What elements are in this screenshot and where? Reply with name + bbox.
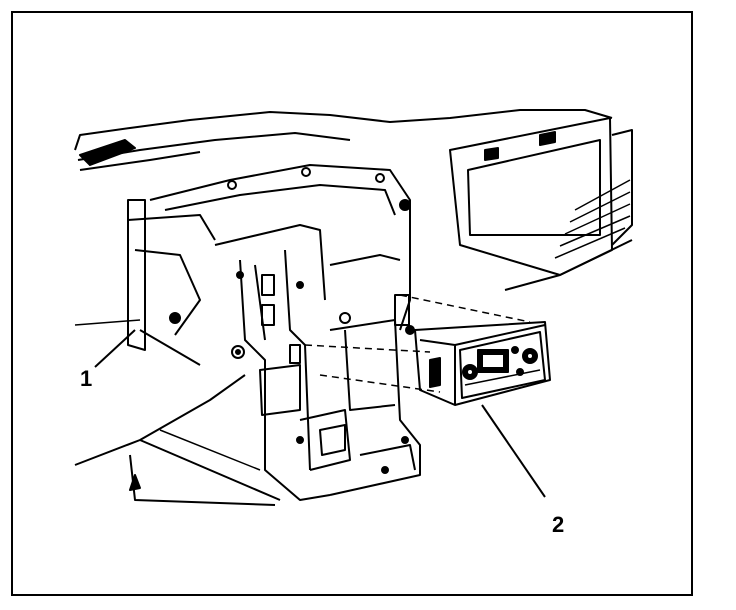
figure-frame — [11, 11, 693, 596]
dash-background-structure — [74, 109, 633, 506]
installation-guide-lines — [304, 294, 531, 393]
callout-2: 2 — [552, 512, 564, 537]
callout-1: 1 — [80, 366, 92, 391]
radio-mounting-bracket — [149, 164, 421, 501]
leader-lines — [94, 329, 546, 498]
radio-control-assembly — [414, 321, 551, 406]
